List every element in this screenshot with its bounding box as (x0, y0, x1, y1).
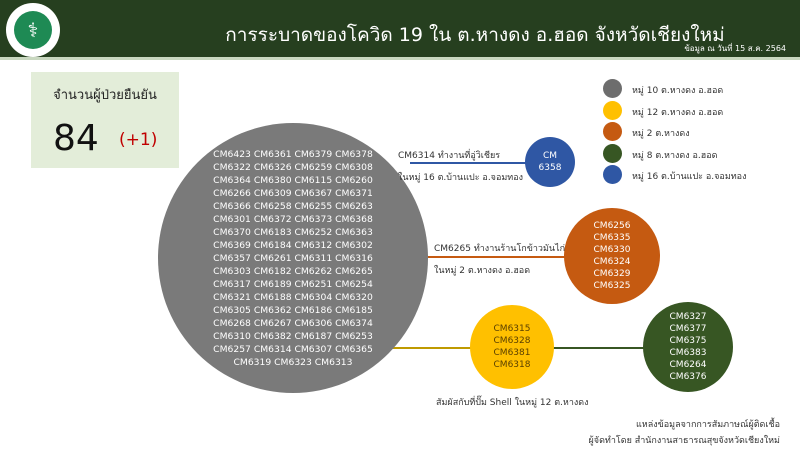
yellow-connector (384, 347, 472, 349)
case-id-row: CM6268 CM6267 CM6306 CM6374 (213, 317, 373, 329)
legend-swatch (603, 143, 622, 163)
page-title: การระบาดของโควิด 19 ใน ต.หางดง อ.ฮอด จัง… (225, 24, 725, 46)
case-id-row: CM6264 (669, 360, 707, 370)
case-id-row: CM6330 (593, 245, 631, 255)
case-id-row: CM6328 (493, 336, 531, 346)
case-id-row: CM6322 CM6326 CM6259 CM6308 (213, 161, 373, 173)
header-banner: ⚕ การระบาดของโควิด 19 ใน ต.หางดง อ.ฮอด จ… (0, 0, 800, 60)
caduceus-icon: ⚕ (14, 11, 52, 49)
case-id-row: CM6257 CM6314 CM6307 CM6365 (213, 343, 373, 355)
case-id-row: CM6364 CM6380 CM6115 CM6260 (213, 174, 373, 186)
case-id-row: CM6375 (669, 336, 707, 346)
legend-swatch (603, 122, 622, 141)
case-id-row: CM6357 CM6261 CM6311 CM6316 (213, 252, 373, 264)
confirmed-cases-delta: (+1) (119, 130, 158, 150)
confirmed-cases-total: 84 (53, 118, 99, 159)
case-id-row: CM6381 (493, 348, 531, 358)
case-id-row: 6358 (538, 163, 562, 173)
data-date: ข้อมูล ณ วันที่ 15 ส.ค. 2564 (684, 44, 786, 53)
case-id-row: CM6310 CM6382 CM6187 CM6253 (213, 330, 373, 342)
case-id-row: CM6317 CM6189 CM6251 CM6254 (213, 278, 373, 290)
case-id-row: CM6256 (593, 221, 631, 231)
ministry-logo: ⚕ (6, 3, 60, 57)
green-connector (552, 347, 645, 349)
case-id-row: CM6325 (593, 281, 631, 291)
legend-swatch (603, 79, 622, 98)
orange-caption-1: CM6265 ทำงานร้านโกข้าวมันไก่ (434, 244, 566, 254)
case-id-row: CM (542, 151, 558, 161)
case-id-row: CM6301 CM6372 CM6373 CM6368 (213, 213, 373, 225)
case-id-row: CM6318 (493, 360, 531, 370)
case-id-row: CM6377 (669, 324, 707, 334)
legend-label: หมู่ 2 ต.หางดง (632, 129, 690, 139)
orange-connector (424, 256, 566, 258)
case-id-row: CM6319 CM6323 CM6313 (233, 356, 353, 368)
case-id-row: CM6305 CM6362 CM6186 CM6185 (213, 304, 373, 316)
case-id-row: CM6321 CM6188 CM6304 CM6320 (213, 291, 373, 303)
source-note: แหล่งข้อมูลจากการสัมภาษณ์ผู้ติดเชื้อ (635, 420, 780, 430)
cluster-blue-circle: CM 6358 (525, 137, 575, 187)
yellow-caption: สัมผัสกับที่ปั๊ม Shell ในหมู่ 12 ต.หางดง (436, 398, 589, 408)
producer-note: ผู้จัดทำโดย สำนักงานสาธารณสุขจังหวัดเชีย… (588, 436, 780, 446)
case-id-row: CM6324 (593, 257, 631, 267)
legend-label: หมู่ 12 ต.หางดง อ.ฮอด (632, 107, 724, 118)
case-id-row: CM6366 CM6258 CM6255 CM6263 (213, 200, 373, 212)
case-id-row: CM6370 CM6183 CM6252 CM6363 (213, 226, 373, 238)
case-id-row: CM6335 (593, 233, 631, 243)
legend-swatch (603, 100, 622, 120)
legend-label: หมู่ 8 ต.หางดง อ.ฮอด (632, 150, 718, 161)
case-id-row: CM6329 (593, 269, 631, 279)
blue-caption-2: ในหมู่ 16 ต.บ้านแปะ อ.จอมทอง (398, 173, 524, 183)
confirmed-cases-label: จำนวนผู้ป่วยยืนยัน (53, 88, 157, 103)
case-id-row: CM6423 CM6361 CM6379 CM6378 (213, 148, 373, 160)
legend-swatch (603, 165, 622, 184)
case-id-row: CM6303 CM6182 CM6262 CM6265 (213, 265, 373, 277)
case-id-row: CM6383 (669, 348, 707, 358)
blue-caption-1: CM6314 ทำงานที่อู่วิเชียร (398, 151, 501, 161)
orange-caption-2: ในหมู่ 2 ต.หางดง อ.ฮอด (434, 266, 531, 276)
confirmed-cases-box: จำนวนผู้ป่วยยืนยัน 84 (+1) (31, 72, 179, 168)
legend-label: หมู่ 16 ต.บ้านแปะ อ.จอมทอง (632, 172, 747, 182)
case-id-row: CM6327 (669, 312, 707, 322)
case-id-row: CM6315 (493, 324, 531, 334)
case-id-row: CM6376 (669, 372, 707, 382)
case-id-row: CM6369 CM6184 CM6312 CM6302 (213, 239, 373, 251)
blue-connector (410, 162, 528, 164)
case-id-row: CM6266 CM6309 CM6367 CM6371 (213, 187, 373, 199)
legend-label: หมู่ 10 ต.หางดง อ.ฮอด (632, 86, 724, 96)
